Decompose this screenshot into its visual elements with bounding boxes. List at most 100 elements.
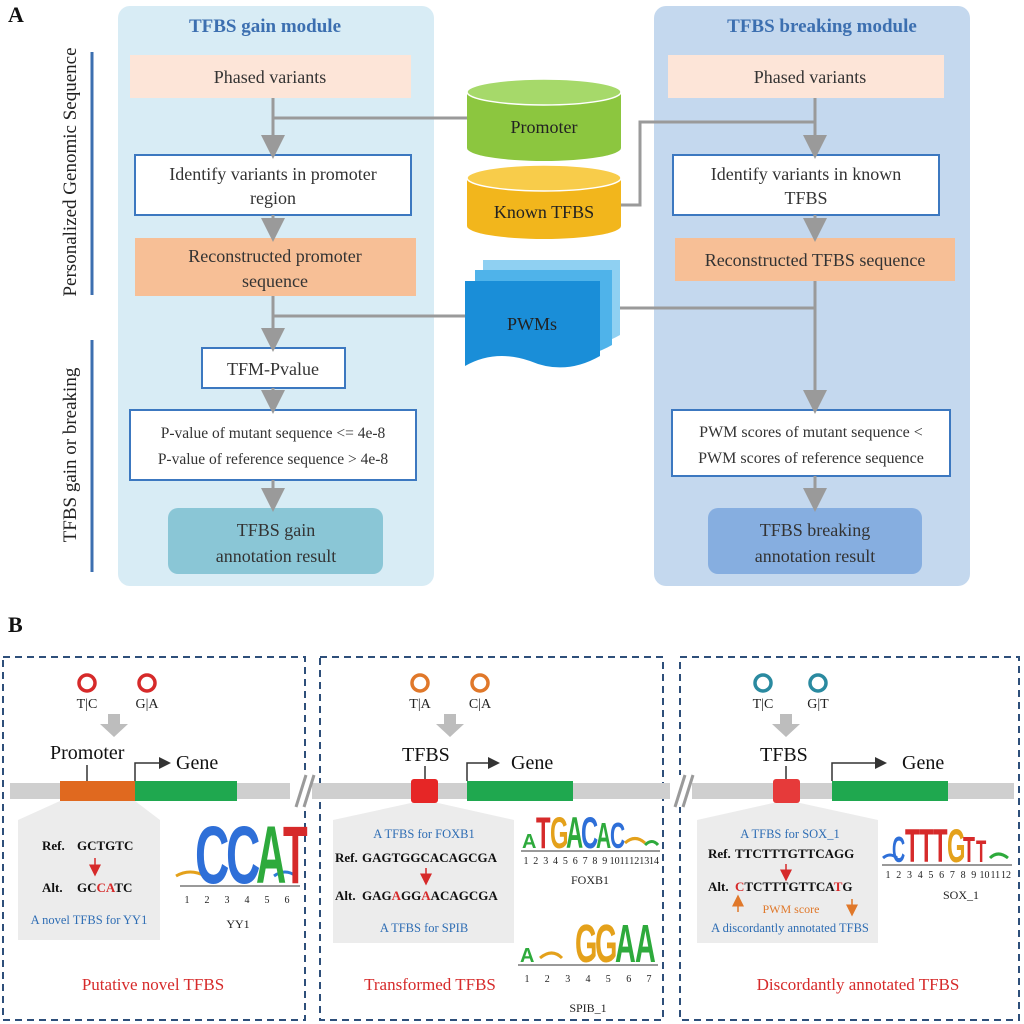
sox1-tick-4: 4 <box>918 870 923 881</box>
transformed-allele-1: T|A <box>409 697 431 712</box>
spib-tick-3: 3 <box>565 974 570 985</box>
spib-tick-6: 6 <box>626 974 631 985</box>
backbone-break-marks <box>290 774 695 808</box>
transformed-gene-block <box>467 781 573 801</box>
foxb1-tick-7: 7 <box>583 856 588 867</box>
known-tfbs-database-icon: Known TFBS <box>466 164 622 239</box>
sox1-letter-1: C <box>892 830 905 870</box>
yy1-tick-3: 3 <box>225 895 230 906</box>
novel-ref-label: Ref. <box>42 838 65 853</box>
breaking-result-box <box>708 508 922 574</box>
novel-promoter-block <box>60 781 135 801</box>
sox1-letter-4: T <box>933 819 948 872</box>
transformed-alt-label: Alt. <box>335 888 356 903</box>
foxb1-logo-name: FOXB1 <box>571 873 609 887</box>
panel-b-label: B <box>8 612 23 637</box>
sox1-logo-name: SOX_1 <box>943 888 979 902</box>
transformed-alt-seq: GAGAGGAACAGCGA <box>362 888 498 903</box>
discordant-caption: Discordantly annotated TFBS <box>757 975 960 994</box>
transformed-gene-label: Gene <box>511 752 553 774</box>
gain-result-line2: annotation result <box>216 546 336 566</box>
foxb1-tick-6: 6 <box>573 856 578 867</box>
discordant-variants: T|C G|T <box>753 673 829 737</box>
foxb1-tick-9: 9 <box>602 856 607 867</box>
discordant-alt-label: Alt. <box>708 879 729 894</box>
novel-allele-2: G|A <box>135 697 159 712</box>
transformed-ref-seq: GAGTGGCACAGCGA <box>362 850 498 865</box>
gain-result-line1: TFBS gain <box>237 520 316 540</box>
yy1-tick-6: 6 <box>285 895 290 906</box>
foxb1-tick-3: 3 <box>543 856 548 867</box>
breaking-result-line1: TFBS breaking <box>760 520 871 540</box>
yy1-tick-2: 2 <box>205 895 210 906</box>
foxb1-tick-11: 11 <box>620 856 630 867</box>
transformed-element-label: TFBS <box>402 744 450 766</box>
promoter-label: Promoter <box>511 117 578 137</box>
discordant-tfbs-block <box>773 779 800 803</box>
sox1-tick-9: 9 <box>971 870 976 881</box>
sox1-tick-7: 7 <box>950 870 955 881</box>
transformed-zoom-callout <box>333 803 514 943</box>
breaking-identify-line2: TFBS <box>784 188 827 208</box>
foxb1-tick-2: 2 <box>533 856 538 867</box>
yy1-logo-letter-3: A <box>256 809 286 901</box>
breaking-criteria-box <box>671 409 951 477</box>
yy1-tick-1: 1 <box>185 895 190 906</box>
foxb1-letter-6: A <box>596 816 611 856</box>
discordant-gene-block <box>832 781 948 801</box>
breaking-identify-box <box>672 154 940 216</box>
yy1-tick-4: 4 <box>245 895 250 906</box>
foxb1-letter-2: T <box>536 808 551 858</box>
promoter-database-icon: Promoter <box>466 78 622 161</box>
breaking-phased-box <box>668 55 944 98</box>
foxb1-tick-1: 1 <box>524 856 529 867</box>
transformed-down-arrow-icon <box>436 714 464 737</box>
sox1-tick-2: 2 <box>896 870 901 881</box>
novel-alt-label: Alt. <box>42 880 63 895</box>
gain-criteria-line1: P-value of mutant sequence <= 4e-8 <box>161 425 386 442</box>
gain-tfm-box <box>201 347 346 389</box>
novel-down-arrow-icon <box>100 714 128 737</box>
sox1-letter-5: G <box>947 819 966 872</box>
discordant-ref-seq: TTCTTTGTTCAGG <box>735 846 854 861</box>
yy1-logo-name: YY1 <box>226 917 249 931</box>
foxb1-tick-5: 5 <box>563 856 568 867</box>
yy1-tick-5: 5 <box>265 895 270 906</box>
gain-phased-text: Phased variants <box>214 67 326 87</box>
novel-gene-block <box>135 781 237 801</box>
sox1-tick-6: 6 <box>939 870 944 881</box>
novel-variants: T|C G|A <box>77 673 159 737</box>
sox1-tick-1: 1 <box>886 870 891 881</box>
gain-reconstructed-line1: Reconstructed promoter <box>188 246 361 266</box>
gain-identify-line1: Identify variants in promoter <box>169 164 376 184</box>
sox1-tick-5: 5 <box>928 870 933 881</box>
spib-letter-3: G <box>595 915 617 975</box>
novel-caption: Putative novel TFBS <box>82 975 224 994</box>
breaking-module-title: TFBS breaking module <box>727 16 917 37</box>
discordant-ref-label: Ref. <box>708 846 731 861</box>
foxb1-tick-8: 8 <box>592 856 597 867</box>
gain-criteria-box <box>129 409 417 481</box>
gain-flow-arrows <box>261 98 470 512</box>
gain-result-box <box>168 508 383 574</box>
side-label-bottom: TFBS gain or breaking <box>60 367 81 542</box>
sox1-tick-3: 3 <box>907 870 912 881</box>
discordant-alt-seq: CTCTTTGTTCATG <box>735 879 853 894</box>
yy1-logo-letter-1: C <box>195 811 229 901</box>
transformed-caption: Transformed TFBS <box>364 975 496 994</box>
spib-tick-5: 5 <box>606 974 611 985</box>
breaking-reconstructed-box <box>675 238 955 281</box>
discordant-top-note: A TFBS for SOX_1 <box>740 827 839 841</box>
pwms-label: PWMs <box>507 314 557 334</box>
foxb1-tick-10: 10 <box>610 856 620 867</box>
gain-module-title: TFBS gain module <box>189 16 341 37</box>
discordant-element-label: TFBS <box>760 744 808 766</box>
breaking-result-line2: annotation result <box>755 546 875 566</box>
sox1-letter-2: T <box>905 819 920 872</box>
spib-letter-1: A <box>520 945 534 967</box>
pwms-document-icon: PWMs <box>465 260 620 368</box>
sox1-tick-8: 8 <box>961 870 966 881</box>
